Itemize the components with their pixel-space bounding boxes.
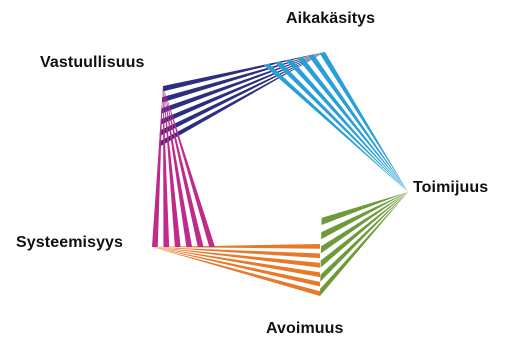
stripe bbox=[263, 64, 408, 192]
stripe bbox=[308, 54, 408, 192]
stripe bbox=[160, 52, 325, 125]
stripe bbox=[321, 192, 408, 253]
label-toimijuus: Toimijuus bbox=[413, 179, 488, 197]
stripe bbox=[152, 86, 163, 247]
green-stripe-fan bbox=[320, 192, 408, 296]
navy-stripe-fan bbox=[159, 52, 325, 147]
label-aikakasitys: Aikakäsitys bbox=[286, 10, 375, 28]
label-vastuullisuus: Vastuullisuus bbox=[40, 54, 144, 72]
stripe bbox=[297, 57, 408, 192]
orange-stripe-fan bbox=[152, 244, 320, 296]
stripe bbox=[159, 52, 325, 147]
label-avoimuus: Avoimuus bbox=[266, 320, 344, 338]
cyan-stripe-fan bbox=[263, 52, 408, 192]
label-systeemisyys: Systeemisyys bbox=[16, 234, 123, 252]
stripe bbox=[286, 59, 408, 192]
stripe bbox=[319, 52, 408, 192]
